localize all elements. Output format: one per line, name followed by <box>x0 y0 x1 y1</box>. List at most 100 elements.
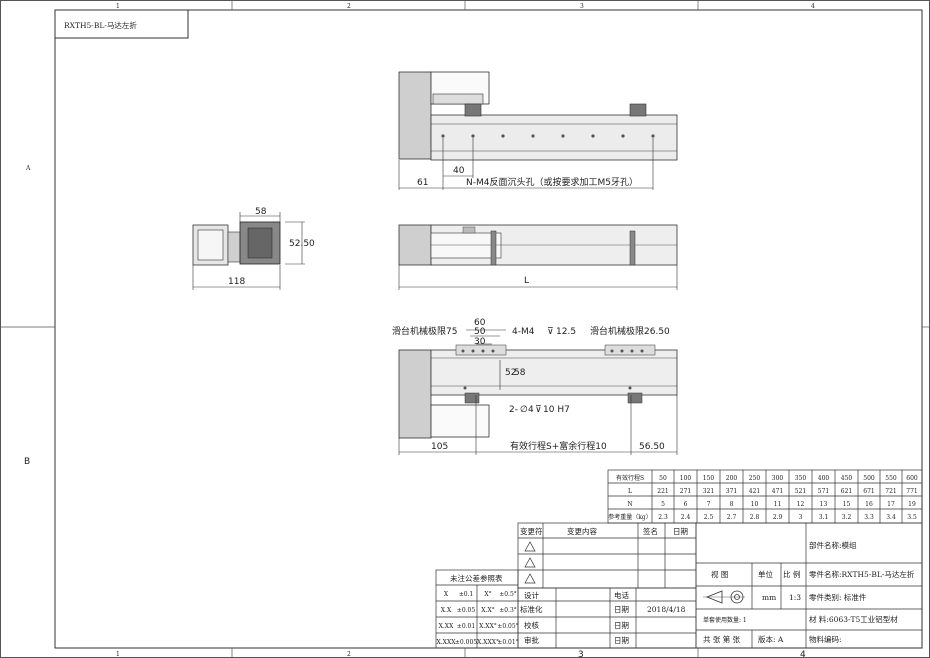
zone-row-a: A <box>25 165 31 172</box>
approval-date-label-3: 日期 <box>614 636 629 645</box>
stroke-cell: 350 <box>795 475 807 482</box>
tolerance-cell: X.XXX° <box>477 639 499 646</box>
stroke-cell: 3.5 <box>907 514 917 521</box>
diameter-symbol: ∅ <box>520 405 528 415</box>
stroke-cell: 2.9 <box>773 514 783 521</box>
dim-60: 60 <box>474 318 486 328</box>
stroke-cell: 500 <box>863 475 875 482</box>
tolerance-cell: X° <box>484 591 491 598</box>
revision-table <box>517 522 697 589</box>
tolerance-cell: X.X <box>441 607 452 614</box>
limit-right: 滑台机械极限26.50 <box>590 325 670 337</box>
tolerance-cell: ±0.01° <box>497 639 518 646</box>
stroke-label: 有效行程S+富余行程10 <box>510 440 607 452</box>
stroke-cell: 521 <box>795 488 806 495</box>
stroke-cell: 471 <box>772 488 783 495</box>
tolerance-cell: X.XXX <box>437 639 457 646</box>
dim-58-bottom: 58 <box>514 368 526 378</box>
approval-check: 校核 <box>524 620 539 630</box>
rev-header-date: 日期 <box>673 527 688 536</box>
stroke-cell: 771 <box>906 488 917 495</box>
unit-label: 单位 <box>758 569 773 579</box>
dim-58: 58 <box>255 207 267 217</box>
tolerance-table <box>435 569 519 649</box>
tolerance-cell: X.XX° <box>479 623 497 630</box>
stroke-cell: 250 <box>749 475 761 482</box>
dim-52-50: 52.50 <box>289 239 315 249</box>
tolerance-cell: X <box>444 591 449 598</box>
tolerance-cell: ±0.5° <box>499 591 517 598</box>
depth-symbol-1: ⊽ <box>547 327 554 337</box>
sheet-count: 共 张 第 张 <box>703 634 741 644</box>
approval-date: 2018/4/18 <box>647 605 686 614</box>
stroke-cell: 3.4 <box>886 514 896 521</box>
dim-105: 105 <box>431 442 448 452</box>
approval-standard: 标准化 <box>520 604 543 614</box>
m4-hole: 4-M4 <box>512 327 535 337</box>
tolerance-title: 未注公差参照表 <box>450 573 503 583</box>
approval-design: 设计 <box>524 590 539 600</box>
view-label: 视 图 <box>711 569 728 579</box>
depth-symbol-2: ⊽ <box>535 405 542 415</box>
stroke-cell: 15 <box>843 501 851 508</box>
tolerance-cell: ±0.05° <box>497 623 518 630</box>
stroke-cell: 19 <box>908 501 916 508</box>
stroke-cell: 100 <box>680 475 692 482</box>
tolerance-cell: ±0.005 <box>455 639 477 646</box>
top-hole-note: N-M4反面沉头孔（或按要求加工M5牙孔） <box>466 176 638 188</box>
component-name: 零件名称:RXTH5-BL-马达左折 <box>809 569 915 579</box>
pin-hole-count: 2- <box>509 405 518 415</box>
stroke-cell: 721 <box>885 488 896 495</box>
stroke-cell: 150 <box>703 475 715 482</box>
m4-depth: 12.5 <box>556 327 576 337</box>
zone-col-2-bottom: 2 <box>347 651 351 658</box>
dim-30: 30 <box>474 337 486 347</box>
dim-52: 52 <box>505 368 516 378</box>
stroke-cell: 3.1 <box>819 514 829 521</box>
stroke-cell: 271 <box>680 488 691 495</box>
stroke-cell: 221 <box>657 488 668 495</box>
stroke-cell: 7 <box>707 501 711 508</box>
stroke-cell: 600 <box>906 475 918 482</box>
stroke-cell: 16 <box>865 501 873 508</box>
stroke-cell: 300 <box>772 475 784 482</box>
zone-col-4-bottom: 4 <box>800 650 806 658</box>
approval-date-label: 日期 <box>614 605 629 614</box>
title-box <box>54 9 189 39</box>
pin-hole-depth: 10 H7 <box>543 405 570 415</box>
approval-phone: 电话 <box>614 590 629 600</box>
revision-triangles <box>524 541 536 584</box>
approval-table <box>517 587 697 649</box>
stroke-cell: 13 <box>820 501 828 508</box>
stroke-cell: 621 <box>841 488 852 495</box>
dim-61: 61 <box>417 178 428 188</box>
zone-col-3: 3 <box>580 3 584 10</box>
quantity: 单套使用数量: 1 <box>703 616 747 624</box>
stroke-cell: 200 <box>726 475 738 482</box>
stroke-cell: 6 <box>684 501 688 508</box>
rev-header-mark: 变更符 <box>520 526 543 536</box>
stroke-cell: 50 <box>659 475 667 482</box>
stroke-cell: 671 <box>863 488 874 495</box>
version: 版本: A <box>758 634 784 644</box>
material-code: 物料编码: <box>809 634 842 644</box>
unit-value: mm <box>762 593 776 602</box>
bottom-view <box>398 329 678 455</box>
title-block <box>695 522 923 649</box>
tolerance-cell: ±0.1 <box>459 591 474 598</box>
tolerance-cell: X.XX <box>439 623 454 630</box>
scale-value: 1:3 <box>789 593 801 602</box>
part-name: 部件名称:模组 <box>809 540 857 550</box>
stroke-row-label: 参考重量（kg） <box>608 513 651 521</box>
tolerance-cell: X.X° <box>481 607 494 614</box>
stroke-cell: 2.8 <box>750 514 760 521</box>
front-view <box>398 224 678 290</box>
stroke-cell: 12 <box>797 501 805 508</box>
end-view <box>192 212 305 290</box>
stroke-row-label: 有效行程S <box>616 474 644 482</box>
projection-symbol-icon <box>703 590 745 604</box>
dim-40: 40 <box>453 166 465 176</box>
stroke-cell: 8 <box>730 501 734 508</box>
stroke-cell: 3.3 <box>864 514 874 521</box>
